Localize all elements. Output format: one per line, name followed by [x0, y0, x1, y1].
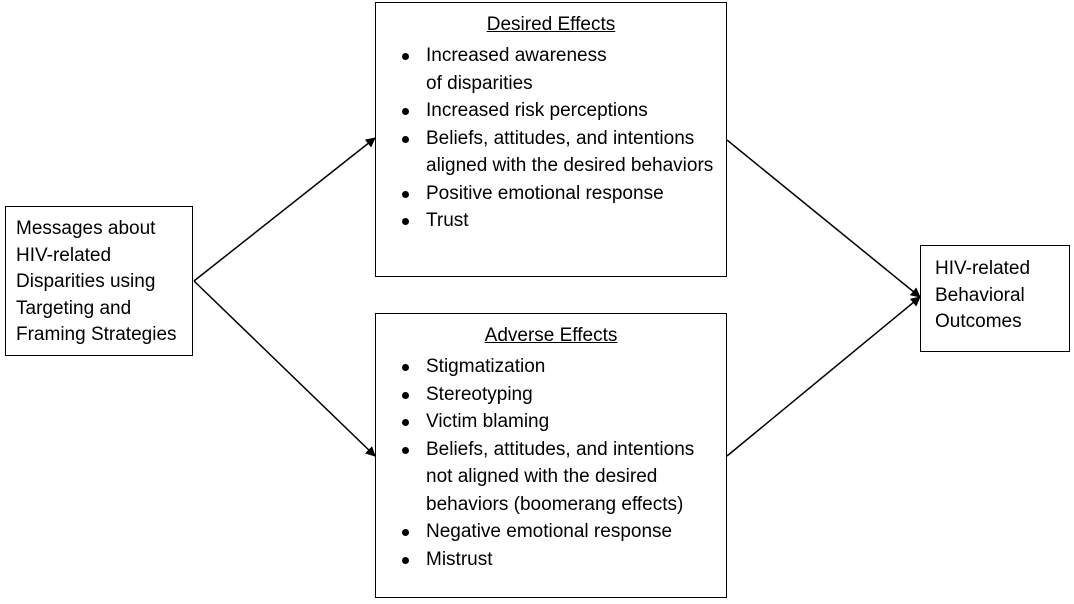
outcome-box: HIV-related Behavioral Outcomes	[920, 245, 1070, 352]
outcome-line: HIV-related	[935, 258, 1031, 279]
adverse-effect-item: Negative emotional response	[386, 518, 716, 546]
adverse-effects-title: Adverse Effects	[484, 325, 618, 346]
desired-effect-item: Trust	[386, 207, 716, 235]
arrow-source-to-desired	[193, 137, 376, 282]
desired-effects-box: Desired Effects Increased awareness of d…	[375, 2, 727, 277]
arrow-adverse-to-outcome	[726, 296, 921, 457]
adverse-effect-item: Stereotyping	[386, 381, 716, 409]
outcome-line: Behavioral	[935, 284, 1025, 306]
outcome-line: Outcomes	[935, 311, 1022, 332]
source-line: Messages about	[16, 218, 156, 239]
desired-effects-title: Desired Effects	[486, 14, 616, 35]
adverse-effects-box: Adverse Effects Stigmatization Stereotyp…	[375, 313, 727, 598]
desired-effects-list: Increased awareness of disparities Incre…	[386, 42, 716, 235]
adverse-effect-item: Mistrust	[386, 546, 716, 574]
desired-effect-item: Increased risk perceptions	[386, 97, 716, 125]
desired-effect-item: Beliefs, attitudes, and intentions align…	[386, 125, 716, 180]
adverse-effect-item: Victim blaming	[386, 408, 716, 436]
adverse-effect-item: Stigmatization	[386, 353, 716, 381]
source-line: HIV-related	[16, 244, 112, 266]
source-line: Targeting and	[16, 297, 132, 319]
source-line: Framing Strategies	[16, 324, 177, 345]
outcome-text: HIV-related Behavioral Outcomes	[935, 256, 1061, 336]
desired-effect-item: Increased awareness of disparities	[386, 42, 716, 97]
arrow-desired-to-outcome	[726, 139, 921, 298]
source-box: Messages about HIV-related Disparities u…	[5, 206, 193, 356]
desired-effect-item: Positive emotional response	[386, 180, 716, 208]
source-text: Messages about HIV-related Disparities u…	[16, 216, 184, 349]
source-line: Disparities using	[16, 271, 156, 292]
adverse-effects-list: Stigmatization Stereotyping Victim blami…	[386, 353, 716, 573]
arrow-source-to-adverse	[193, 280, 376, 457]
adverse-effect-item: Beliefs, attitudes, and intentions not a…	[386, 436, 716, 519]
